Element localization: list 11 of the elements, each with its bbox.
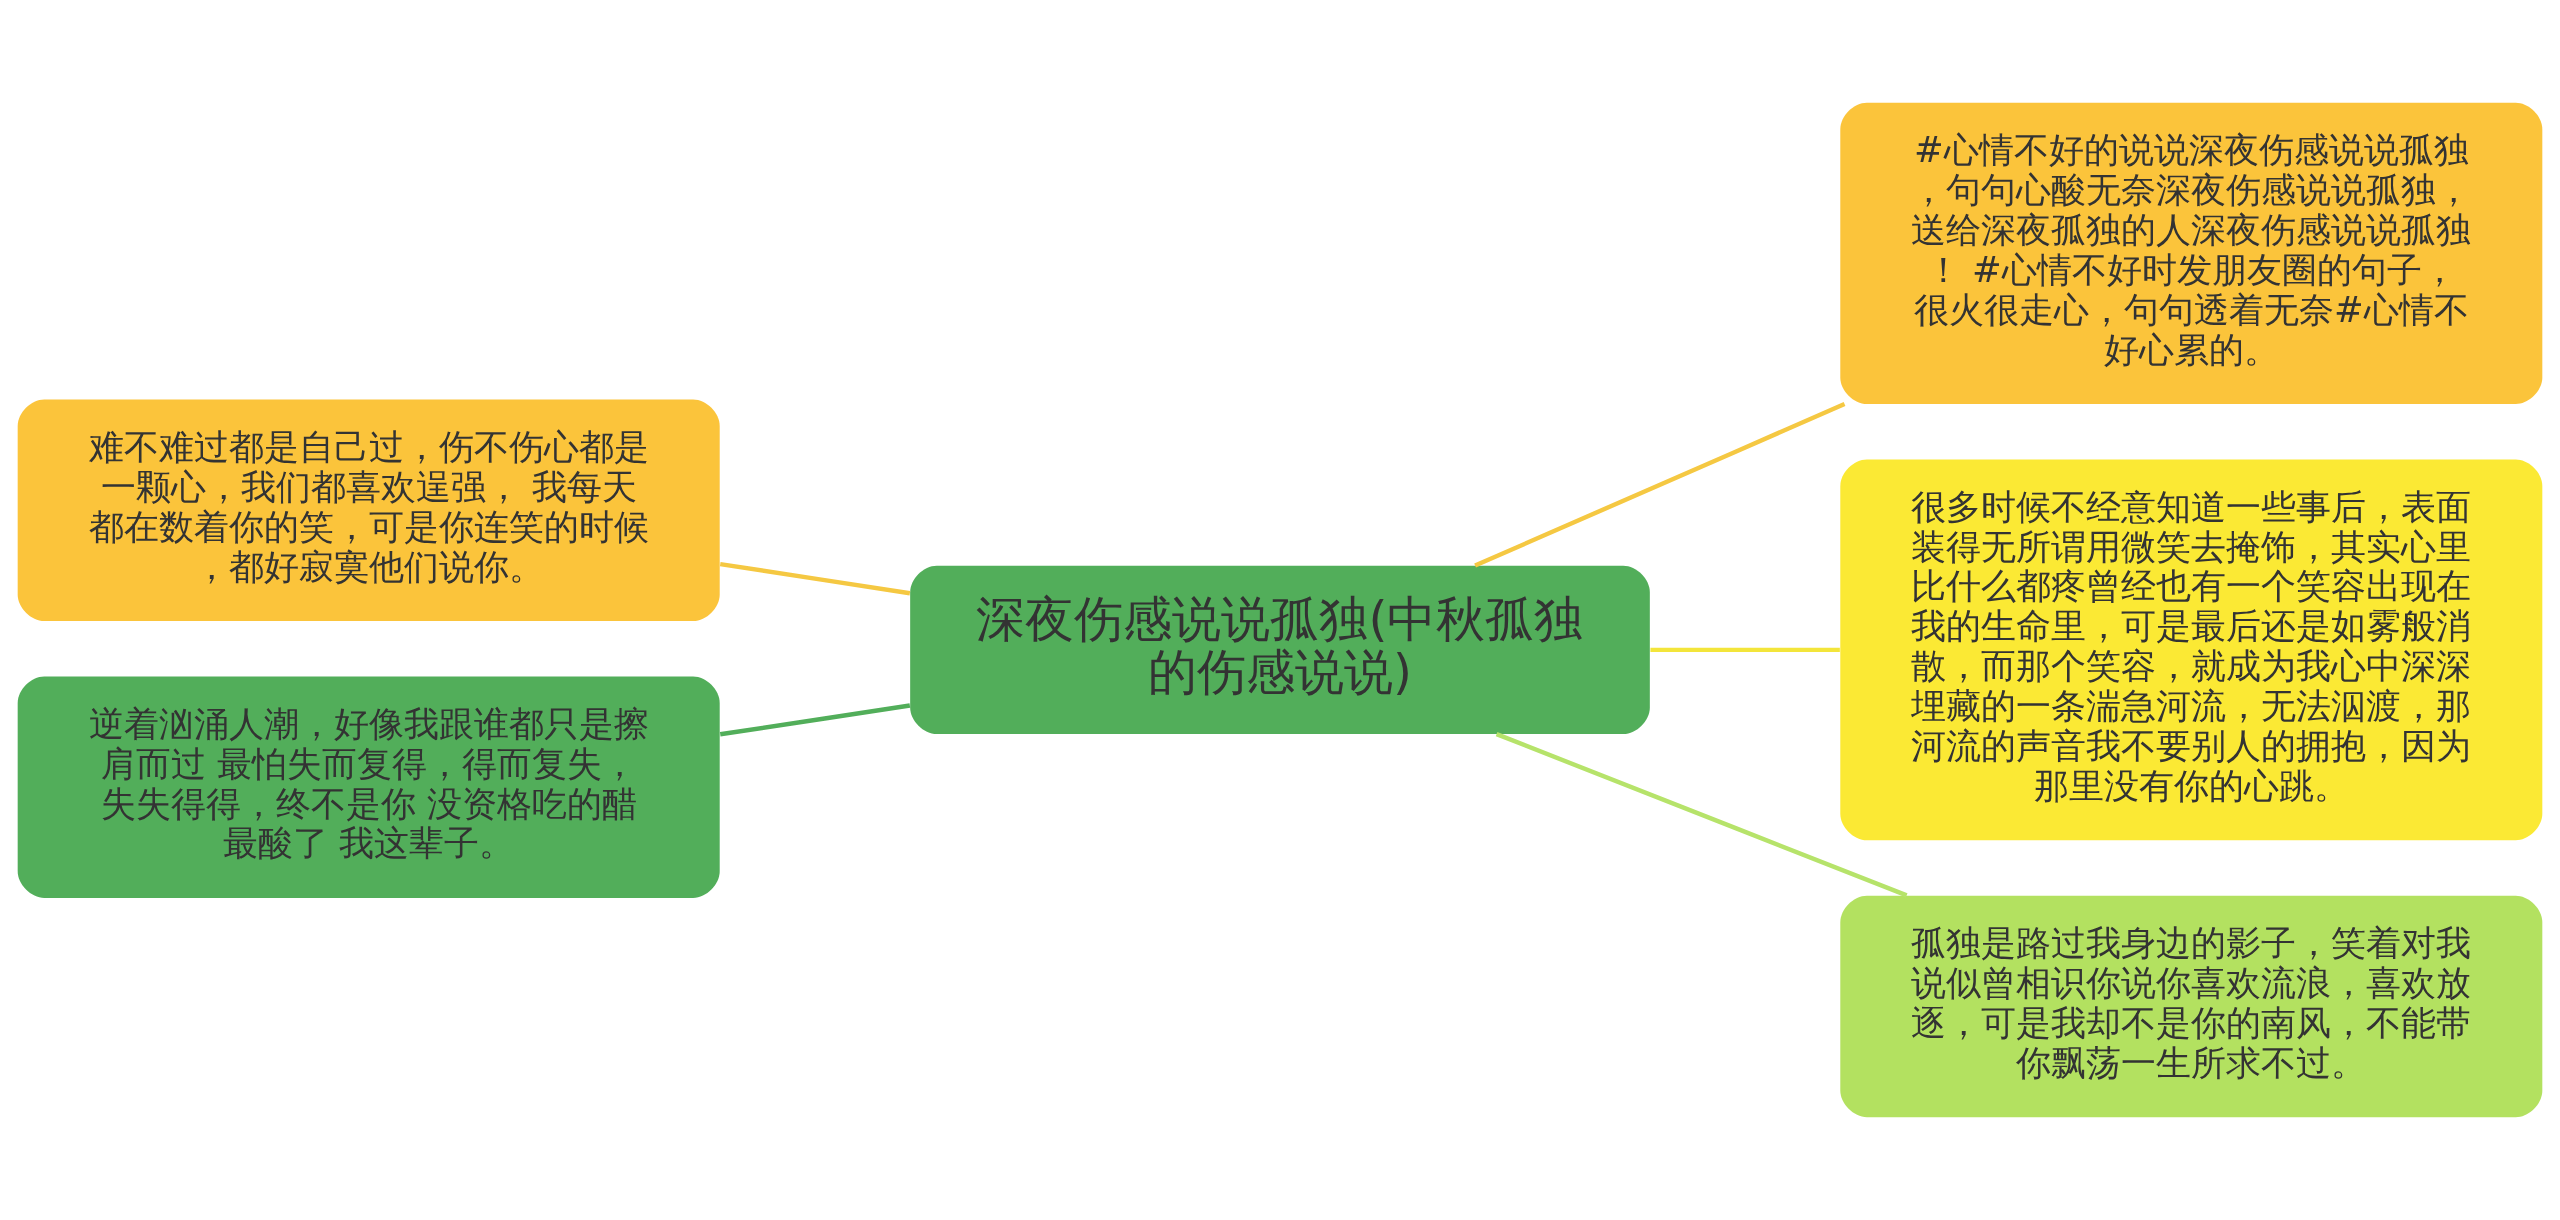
node-box: 深夜伤感说说孤独(中秋孤独的伤感说说)	[910, 565, 1650, 734]
connector	[1474, 402, 1846, 568]
connector	[1650, 647, 1840, 653]
node-box: 难不难过都是自己过，伤不伤心都是一颗心，我们都喜欢逞强， 我每天都在数着你的笑，可是你连笑的时候，都好寂寞他们说你。	[17, 399, 720, 622]
connector	[1495, 732, 1908, 898]
node-box: 逆着汹涌人潮，好像我跟谁都只是擦肩而过 最怕失而复得，得而复失，失失得得，终不是你 没资格吃的醋最酸了 我这辈子。	[17, 676, 720, 898]
connector	[719, 561, 911, 596]
connector	[719, 703, 911, 737]
node-box: 很多时候不经意知道一些事后，表面装得无所谓用微笑去掩饰，其实心里比什么都疼曾经也有一个笑容出现在我的生命里，可是最后还是如雾般消散，而那个笑容，就成为我心中深深埋藏的一条湍急河流，无法泅渡，那河流的声音我不要别人的拥抱，因为那里没有你的心跳。	[1840, 459, 2543, 841]
node-box: 孤独是路过我身边的影子，笑着对我说似曾相识你说你喜欢流浪，喜欢放逐，可是我却不是你的南风，不能带你飘荡一生所求不过。	[1840, 895, 2543, 1118]
node-box: #心情不好的说说深夜伤感说说孤独，句句心酸无奈深夜伤感说说孤独，送给深夜孤独的人深夜伤感说说孤独！ #心情不好时发朋友圈的句子，很火很走心，句句透着无奈#心情不好心累的。	[1840, 102, 2543, 405]
